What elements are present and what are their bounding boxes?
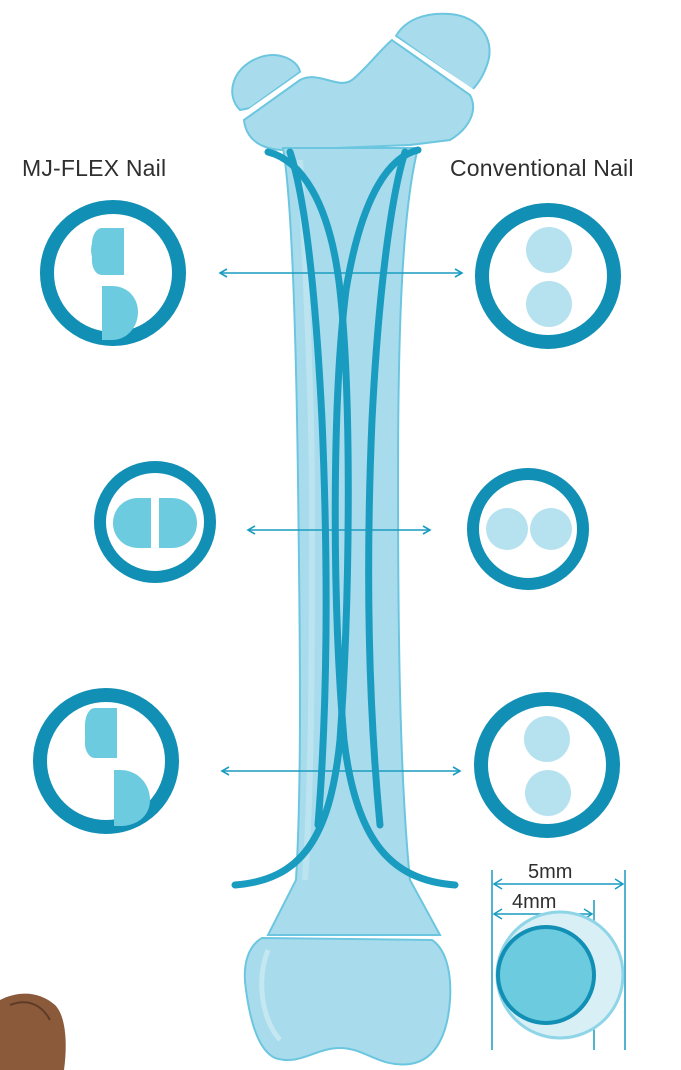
partial-figure-hair: [0, 993, 66, 1070]
conventional-cross-section-middle: [467, 468, 589, 590]
mj-flex-cross-section-middle: [94, 461, 216, 583]
inner-diameter-label: 4mm: [512, 891, 556, 913]
mj-flex-cross-section-bottom: [33, 688, 179, 834]
femur-head: [231, 12, 491, 152]
size-comparison-detail: [491, 870, 626, 1050]
mj-flex-nail-label: MJ-FLEX Nail: [22, 155, 167, 181]
flexible-nails: [231, 146, 459, 889]
outer-diameter-label: 5mm: [528, 861, 572, 883]
comparison-arrows: [218, 268, 464, 776]
conventional-nail-label: Conventional Nail: [450, 155, 634, 181]
femur-shaft: [266, 147, 442, 936]
conventional-cross-section-top: [475, 203, 621, 349]
femur-condyles: [243, 936, 452, 1066]
mj-flex-cross-section-top: [40, 200, 186, 346]
conventional-cross-section-bottom: [474, 692, 620, 838]
